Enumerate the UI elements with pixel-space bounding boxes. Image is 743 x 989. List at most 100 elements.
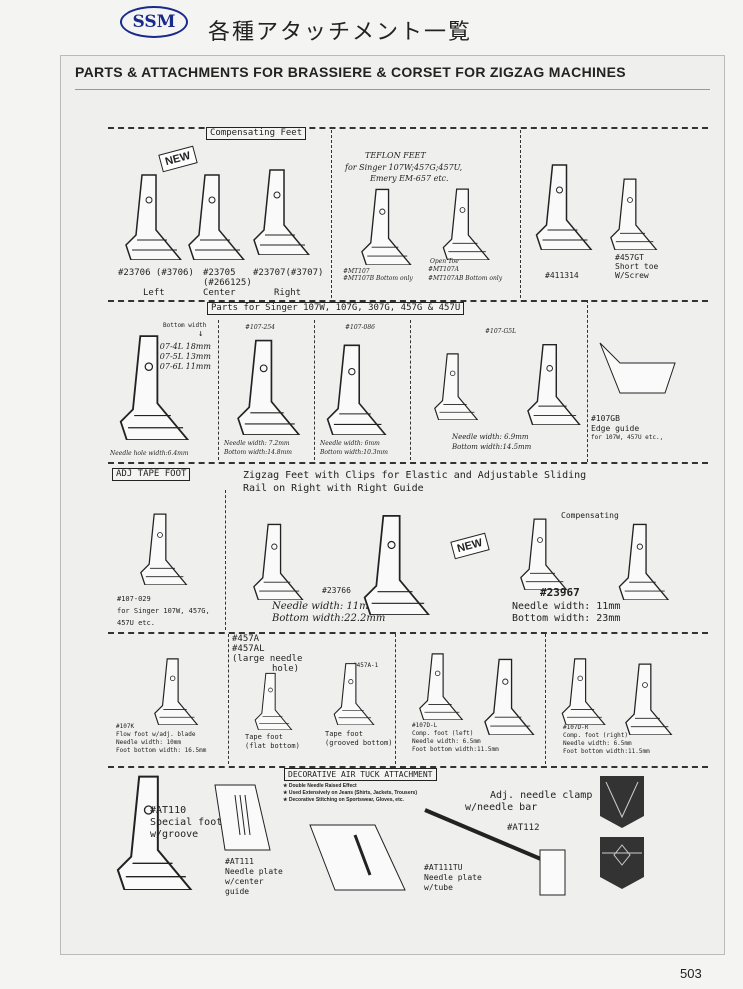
part-code: #457GT <box>615 253 644 262</box>
part-code: #MT107B Bottom only <box>343 275 413 282</box>
divider <box>228 634 229 764</box>
divider <box>108 766 708 768</box>
part-code: #457AL <box>232 644 265 654</box>
part-desc: Needle plate <box>424 873 482 882</box>
feature-item: ★ Decorative Stitching on Sportswear, Gl… <box>283 797 417 804</box>
bottom-width: Bottom width:10.3mm <box>320 449 388 456</box>
feature-text: Decorative Stitching on Sportswear, Glov… <box>288 797 404 803</box>
part-code: #23967 <box>540 586 580 599</box>
part-desc: (flat bottom) <box>245 742 300 750</box>
page-number: 503 <box>680 966 702 981</box>
part-code: #MT107 <box>343 268 370 275</box>
needle-width: Needle width: 10mm <box>116 739 182 746</box>
arrow-down-icon: ↓ <box>198 329 204 339</box>
part-desc: w/needle bar <box>465 802 538 813</box>
part-desc: (large needle <box>232 654 303 664</box>
part-code: #AT111TU <box>424 863 463 872</box>
foot-image-107-029 <box>120 510 205 586</box>
part-code: #107-029 <box>117 595 151 603</box>
part-note: Open Toe <box>430 258 459 265</box>
position-label: Right <box>274 288 302 298</box>
bottom-width: Bottom width:14.5mm <box>452 443 532 451</box>
divider <box>520 130 521 298</box>
foot-image-107k <box>135 655 215 726</box>
divider <box>225 490 226 630</box>
part-code: #AT111 <box>225 857 254 866</box>
size-list: #107-4L 18mm#107-5L 13mm#107-6L 11mm <box>148 342 211 372</box>
part-desc: w/groove <box>150 829 199 840</box>
foot-image-23707 <box>250 165 310 256</box>
foot-image-107-g5l-a <box>415 350 495 421</box>
needle-width: Needle width: 7.2mm <box>224 440 290 447</box>
part-desc: hole) <box>272 664 300 674</box>
edge-guide-image <box>595 338 680 398</box>
part-code: #23706 (#3706) <box>118 268 194 278</box>
jeans-pocket-image <box>598 835 646 890</box>
part-code: #107D-R <box>563 724 589 731</box>
needle-plate-at111tu-image <box>305 820 410 895</box>
foot-image-107d-l <box>405 650 475 721</box>
part-code: #107GB <box>591 414 620 423</box>
part-code: #MT107AB Bottom only <box>428 275 503 282</box>
part-code: #107K <box>116 723 135 730</box>
part-desc: guide <box>225 887 250 896</box>
part-desc: Comp. foot (right) <box>563 732 629 739</box>
divider <box>395 634 396 764</box>
part-desc: Short toe <box>615 262 659 271</box>
teflon-subtitle: Emery EM-657 etc. <box>370 174 449 183</box>
teflon-subtitle: for Singer 107W;457G;457U, <box>345 163 463 172</box>
adj-tape-foot-heading: ADJ TAPE FOOT <box>112 468 191 481</box>
divider <box>587 300 588 462</box>
part-desc: Special foot <box>150 817 223 828</box>
japanese-title: 各種アタッチメント一覧 <box>208 20 473 45</box>
part-code: #MT107A <box>428 266 459 273</box>
foot-image-107-254 <box>232 335 302 436</box>
tape-foot-groove: Tape foot(grooved bottom) <box>325 730 392 748</box>
divider <box>108 127 708 129</box>
needle-hole-width: Needle hole width:6.4mm <box>110 450 189 457</box>
bottom-width-label: Bottom width <box>163 322 207 329</box>
foot-image-mt107a <box>435 185 495 261</box>
feature-item: ★ Double Needle Raised Effect <box>283 783 417 790</box>
divider <box>331 130 332 298</box>
divider <box>108 300 708 302</box>
needle-width: Needle width: 6mm <box>320 440 380 447</box>
star-icon: ★ <box>283 783 288 789</box>
needle-plate-at111-image <box>205 780 275 860</box>
position-label: Center <box>203 288 236 298</box>
foot-image-107-086 <box>320 340 390 436</box>
teflon-title: TEFLON FEET <box>365 151 426 160</box>
needle-width: Needle width: 11mm <box>512 601 621 612</box>
feature-list: ★ Double Needle Raised Effect ★ Used Ext… <box>283 783 417 804</box>
part-code: #457A <box>232 634 260 644</box>
divider <box>108 632 708 634</box>
needle-width: Needle width: 6.9mm <box>452 433 529 441</box>
divider <box>218 320 219 460</box>
air-tuck-heading: DECORATIVE AIR TUCK ATTACHMENT <box>284 768 437 781</box>
part-code: #107-G5L <box>485 328 517 335</box>
part-desc: 457U etc. <box>117 619 155 627</box>
part-code: #107-254 <box>245 324 275 331</box>
divider <box>108 462 708 464</box>
part-desc: Comp. foot (left) <box>412 730 474 737</box>
page-title: PARTS & ATTACHMENTS FOR BRASSIERE & CORS… <box>75 64 626 80</box>
part-code: #AT112 <box>507 823 540 833</box>
bottom-width: Bottom width:22.2mm <box>272 613 386 624</box>
part-desc: Adj. needle clamp <box>490 790 593 801</box>
part-code: #107D-L <box>412 722 438 729</box>
foot-image-107-g5l-b <box>515 340 590 426</box>
foot-image-411314 <box>530 160 595 251</box>
foot-image-107d-r <box>550 655 615 726</box>
foot-image-107-4l <box>115 330 190 441</box>
part-code: #AT110 <box>150 805 187 816</box>
tape-foot-flat: Tape foot(flat bottom) <box>245 733 300 751</box>
tape-foot-groove-image <box>318 660 388 726</box>
zigzag-foot-image <box>350 510 440 616</box>
size-item: #107-6L 11mm <box>148 362 211 371</box>
part-desc: for 107W, 457U etc., <box>591 434 664 441</box>
